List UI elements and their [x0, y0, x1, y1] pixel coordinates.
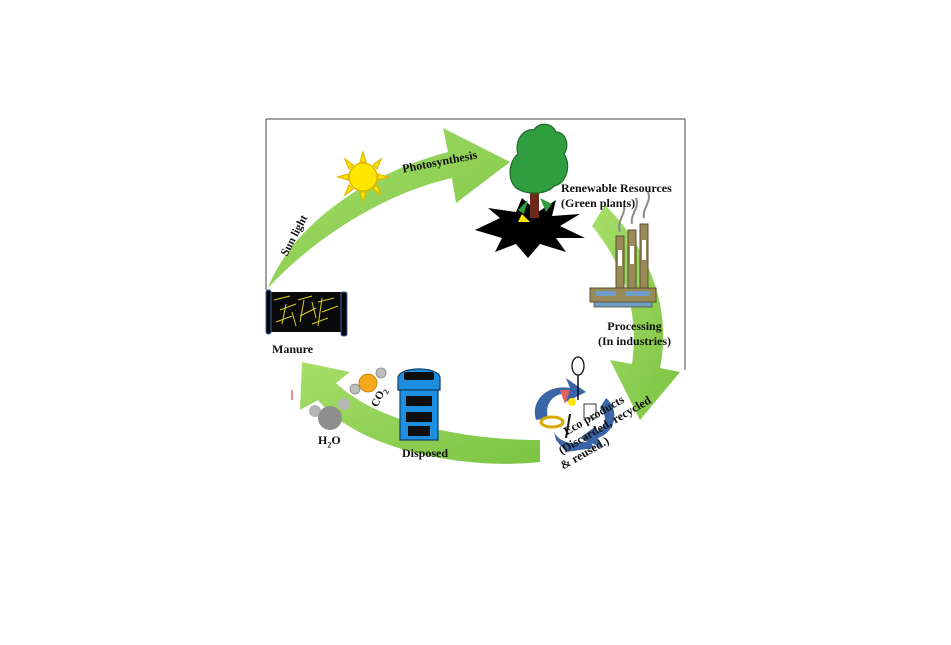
label-h2o-sub: 2	[327, 440, 332, 450]
label-processing: Processing (In industries)	[598, 319, 671, 349]
label-renewable-line1: Renewable Resources	[561, 181, 672, 195]
sun-icon	[335, 149, 391, 205]
label-manure: Manure	[272, 342, 314, 356]
photosynthesis-arrow	[268, 128, 510, 288]
label-renewable-resources: Renewable Resources (Green plants)	[561, 181, 672, 211]
manure-mat-icon	[265, 289, 348, 337]
label-disposed: Disposed	[402, 446, 449, 460]
h2o-molecule-icon	[309, 398, 350, 430]
label-processing-line2: (In industries)	[598, 334, 672, 348]
disposed-arrow	[300, 362, 540, 464]
label-renewable-line2: (Green plants)	[561, 196, 636, 210]
dustbin-icon	[397, 368, 441, 441]
co2-molecule-icon	[349, 367, 387, 395]
label-processing-line1: Processing	[607, 319, 662, 333]
factory-icon	[589, 191, 657, 308]
label-h2o: H2O	[318, 433, 341, 450]
label-h2o-main: H	[318, 433, 328, 447]
eco-products-icon	[534, 356, 615, 452]
label-h2o-tail: O	[331, 433, 341, 447]
processing-arrow	[592, 205, 680, 420]
tree-icon	[475, 123, 585, 258]
